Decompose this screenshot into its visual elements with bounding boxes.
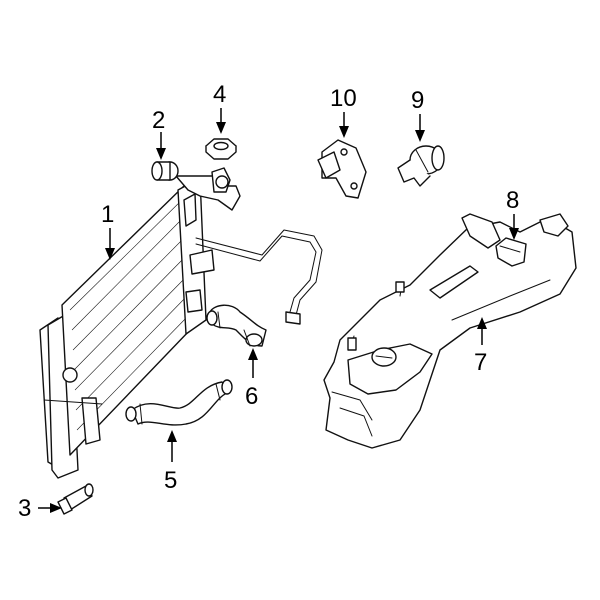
callout-1: 1 [101,201,114,228]
reservoir-cap-part [495,237,527,267]
coolant-reservoir-part [323,213,577,449]
lower-hose-part [125,379,233,426]
callout-3: 3 [18,495,31,522]
callout-labels: 1 2 3 4 5 6 7 8 9 10 [18,81,519,522]
callout-9: 9 [411,87,424,114]
thermostat-part [397,145,445,187]
callout-10: 10 [330,85,357,112]
callout-4: 4 [213,81,226,108]
callout-2: 2 [152,107,165,134]
bushing-part [151,161,179,181]
callout-8: 8 [506,187,519,214]
radiator [39,167,323,479]
thermostat-housing-part [317,139,367,199]
callout-5: 5 [164,467,177,494]
callout-leaders [38,108,519,513]
drain-plug-part [57,483,94,515]
upper-hose-part [206,304,267,347]
callout-6: 6 [245,383,258,410]
nut-part [205,138,237,160]
callout-7: 7 [474,349,487,376]
